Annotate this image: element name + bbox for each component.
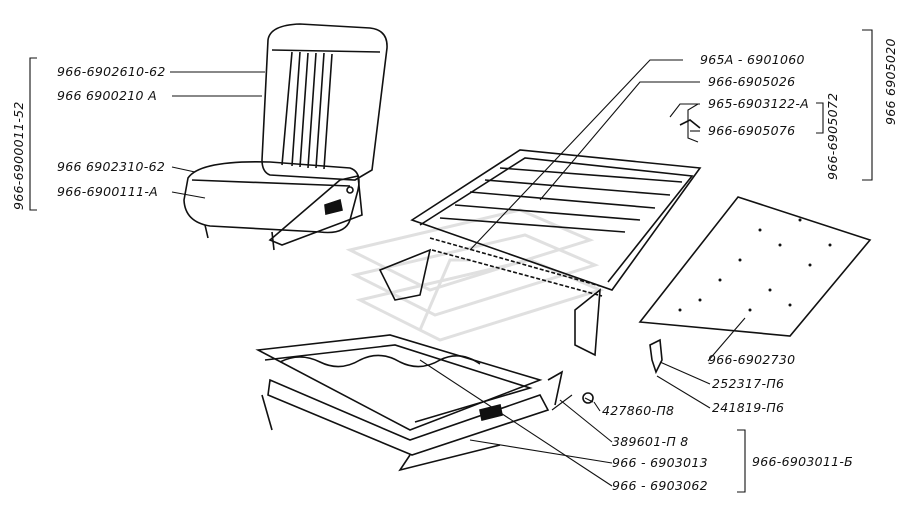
label-seat-back: 966 6900210 A bbox=[57, 88, 157, 103]
label-clip-a: 965-6903122-A bbox=[708, 96, 810, 111]
label-seat-assembly: 966-6900011-52 bbox=[11, 101, 26, 210]
label-washer: 241819-П6 bbox=[712, 400, 785, 415]
label-back-strip: 966-6905026 bbox=[708, 74, 796, 89]
label-pin: 389601-П 8 bbox=[612, 434, 689, 449]
label-seat-cover-back: 966-6902610-62 bbox=[57, 64, 166, 79]
seat-illustration bbox=[183, 23, 388, 251]
pad-illustration bbox=[638, 196, 872, 375]
watermark-logo bbox=[345, 208, 605, 342]
leader-lines bbox=[29, 29, 873, 493]
label-back-frame: 965A - 6901060 bbox=[700, 52, 805, 67]
back-frame-illustration bbox=[378, 119, 702, 357]
label-bolt: 252317-П6 bbox=[712, 376, 785, 391]
label-base-spring: 966 - 6903062 bbox=[612, 478, 708, 493]
base-frame-illustration bbox=[255, 334, 594, 472]
label-back-assembly: 966 6905020 bbox=[883, 38, 898, 125]
label-clip-b: 966-6905076 bbox=[708, 123, 796, 138]
label-back-group: 966-6905072 bbox=[825, 92, 840, 180]
label-seat-cushion: 966-6900111-A bbox=[57, 184, 159, 199]
label-knob: 427860-П8 bbox=[602, 403, 675, 418]
label-base-frame: 966 - 6903013 bbox=[612, 455, 708, 470]
label-seat-cushion-cover: 966 6902310-62 bbox=[57, 159, 166, 174]
label-pad: 966-6902730 bbox=[708, 352, 796, 367]
label-base-assembly: 966-6903011-Б bbox=[752, 454, 854, 469]
